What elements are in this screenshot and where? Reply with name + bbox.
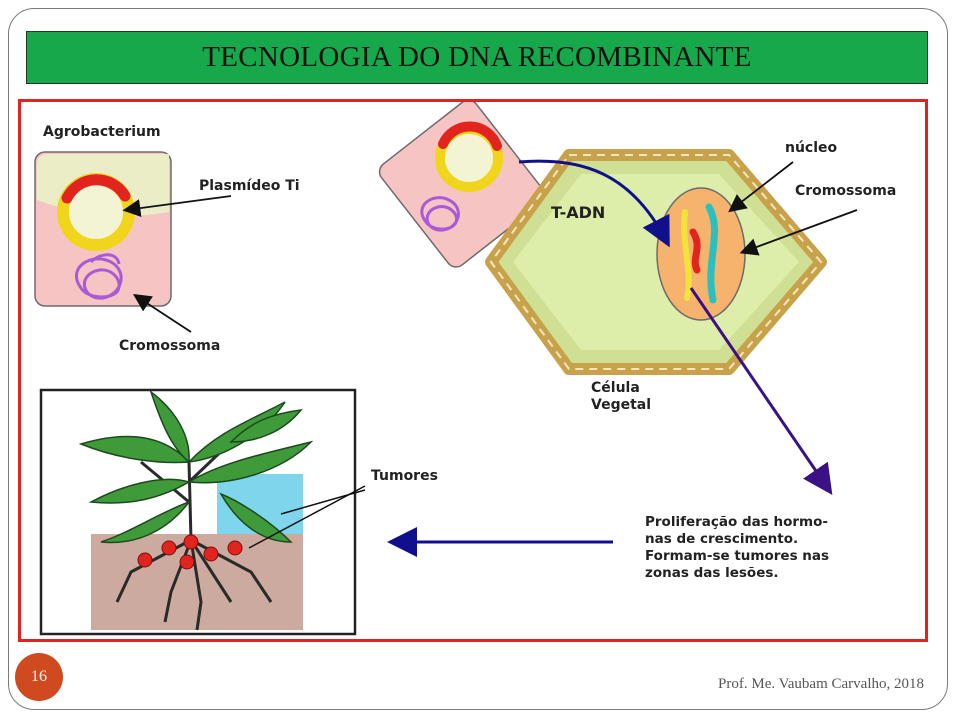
plant-chromosome-label: Cromossoma [795, 183, 896, 199]
bacterial-chromosome-label: Cromossoma [119, 338, 220, 354]
nucleus-label: núcleo [785, 140, 838, 156]
tumors-pointer-2 [280, 489, 366, 515]
tdna-label: T-ADN [551, 203, 605, 222]
tdna-transfer-arrow [518, 159, 670, 248]
crown-gall-tumors [137, 534, 243, 570]
slide-number: 16 [31, 668, 47, 685]
slide-title: TECNOLOGIA DO DNA RECOMBINANTE [26, 31, 928, 84]
plant-cell-label: Célula Vegetal [591, 380, 651, 413]
plant-chromosome-pointer [739, 209, 858, 256]
slide-number-badge: 16 [15, 653, 63, 701]
infected-plant-panel [39, 388, 366, 636]
caption-line-2: nas de crescimento. [645, 531, 798, 547]
plasmid-ti [57, 173, 135, 251]
nucleus-pointer [728, 161, 794, 213]
infecting-plasmid [435, 121, 503, 192]
tumors-pointer-1 [248, 485, 366, 549]
caption-line-1: Proliferação das hormo- [645, 514, 828, 530]
plant-leaves [78, 389, 314, 544]
caption-line-4: zonas das lesões. [645, 565, 779, 581]
plasmid-label: Plasmídeo Ti [199, 178, 300, 194]
plant-cell-label-line2: Vegetal [591, 397, 651, 413]
footer-credit: Prof. Me. Vaubam Carvalho, 2018 [718, 676, 924, 692]
slide-title-text: TECNOLOGIA DO DNA RECOMBINANTE [202, 41, 752, 73]
plasmid-pointer [122, 195, 232, 218]
tumors-label: Tumores [371, 468, 438, 484]
bacterial-chromosome [74, 253, 123, 300]
proliferation-arrow [689, 287, 833, 495]
bacterial-chromosome-pointer [132, 294, 192, 333]
diagram-canvas: Agrobacterium Plasmídeo Ti Cromossoma T [34, 102, 896, 636]
proliferation-caption: Proliferação das hormo- nas de crescimen… [645, 514, 834, 581]
agrobacterium-diagram: Agrobacterium Plasmídeo Ti Cromossoma T [18, 99, 928, 642]
caption-line-3: Formam-se tumores nas [645, 548, 829, 564]
infecting-chromosome [420, 196, 460, 232]
plant-cell [485, 149, 827, 375]
plant-cell-label-line1: Célula [591, 380, 640, 396]
agrobacterium-label: Agrobacterium [43, 124, 161, 140]
